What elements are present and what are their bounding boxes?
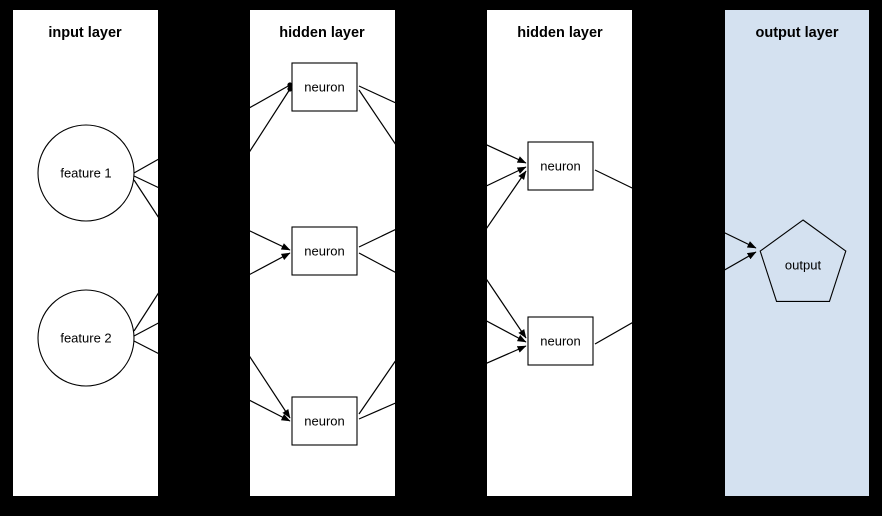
node-circle	[37, 124, 135, 222]
node-rect	[527, 316, 594, 366]
node-rect	[291, 62, 358, 112]
layer-title-output: output layer	[756, 25, 839, 41]
node-rect	[291, 396, 358, 446]
titles-group: input layer hidden layer hidden layer outpu…	[48, 25, 839, 41]
node-rect	[291, 226, 358, 276]
node-label: feature 1	[60, 166, 111, 181]
layer-panel-output	[725, 10, 869, 496]
node-label: feature 2	[60, 331, 111, 346]
layer-title-input: input layer	[48, 25, 122, 41]
node-label: neuron	[540, 159, 580, 174]
input-node-1[interactable]: feature 1	[37, 124, 135, 222]
node-label: neuron	[540, 334, 580, 349]
panel-gap-2	[395, 0, 487, 516]
input-node-2[interactable]: feature 2	[37, 289, 135, 387]
hidden2-node-1[interactable]: neuron	[527, 141, 594, 191]
hidden1-node-2[interactable]: neuron	[291, 226, 358, 276]
node-circle	[37, 289, 135, 387]
node-rect	[527, 141, 594, 191]
layer-title-hidden2: hidden layer	[517, 25, 603, 41]
node-label: neuron	[304, 80, 344, 95]
panel-gap-3	[632, 0, 725, 516]
node-pentagon	[759, 219, 847, 302]
layer-panel-hidden2	[487, 10, 632, 496]
hidden2-node-2[interactable]: neuron	[527, 316, 594, 366]
gap-mask-group	[158, 0, 725, 516]
layer-title-hidden1: hidden layer	[279, 25, 365, 41]
hidden1-node-3[interactable]: neuron	[291, 396, 358, 446]
layer-panel-input	[13, 10, 158, 496]
node-label: neuron	[304, 414, 344, 429]
node-label: output	[785, 258, 822, 273]
output-node-1[interactable]: output	[759, 219, 847, 302]
nodes-group: feature 1 feature 2 neuron neuron neuron neur…	[37, 62, 847, 446]
node-label: neuron	[304, 244, 344, 259]
panel-gap-1	[158, 0, 250, 516]
hidden1-node-1[interactable]: neuron	[291, 62, 358, 112]
